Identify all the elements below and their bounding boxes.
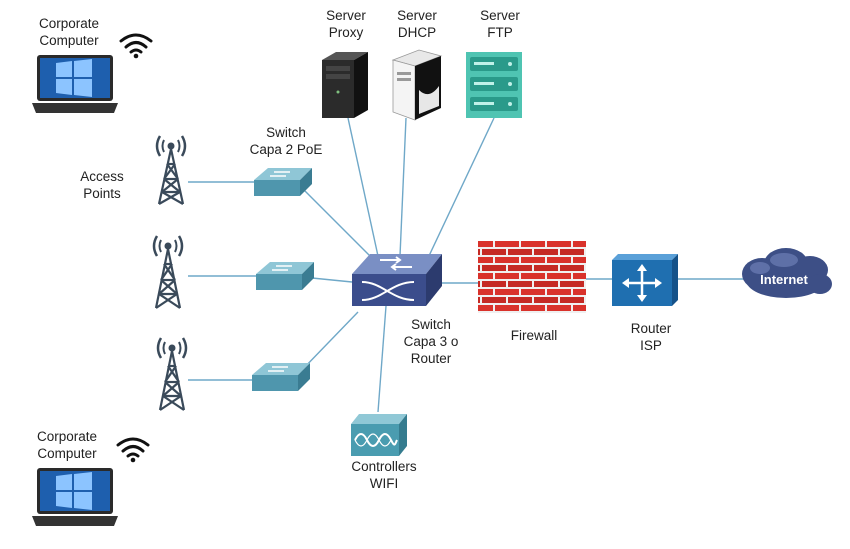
server-icon <box>322 52 368 118</box>
firewall-label: Firewall <box>494 327 574 344</box>
label-line: DHCP <box>397 25 437 40</box>
router-icon <box>612 254 678 306</box>
link-ftp-core <box>427 117 495 259</box>
cloud-icon: Internet <box>742 248 832 298</box>
label-line: Capa 2 PoE <box>249 142 323 157</box>
label-line: FTP <box>487 25 513 40</box>
switch-icon <box>252 363 310 391</box>
corporate-computer-bottom-label: Corporate Computer <box>22 428 112 462</box>
server-proxy-label: Server Proxy <box>314 7 378 41</box>
switch-icon <box>256 262 314 290</box>
server-icon <box>391 49 443 121</box>
label-line: Proxy <box>328 25 364 40</box>
label-line: Controllers <box>351 459 417 474</box>
switch-l3-label: Switch Capa 3 o Router <box>396 316 466 367</box>
server-ftp-label: Server FTP <box>468 7 532 41</box>
label-line: Corporate <box>38 16 100 31</box>
label-line: Computer <box>37 446 97 461</box>
label-line: Capa 3 o <box>403 334 459 349</box>
link-switch2-core <box>311 277 353 283</box>
server-icon <box>466 52 522 118</box>
link-switch3-core <box>299 311 359 373</box>
firewall-icon <box>478 241 586 313</box>
label-line: Router <box>630 321 672 336</box>
label-line: Switch <box>411 317 451 332</box>
label-line: Server <box>326 8 366 23</box>
label-line: Points <box>83 186 121 201</box>
label-line: Firewall <box>510 328 558 343</box>
link-proxy-core <box>347 117 379 257</box>
link-dhcp-core <box>399 117 407 257</box>
controller-icon <box>351 414 407 456</box>
label-line: Server <box>480 8 520 23</box>
label-line: WIFI <box>369 476 399 491</box>
switch-icon <box>254 168 312 196</box>
label-line: Corporate <box>36 429 98 444</box>
wifi-icon <box>119 33 153 59</box>
laptop-icon <box>32 468 118 526</box>
label-line: Access <box>80 169 124 184</box>
label-line: Computer <box>39 33 99 48</box>
switch-icon <box>352 254 442 306</box>
label-line: ISP <box>640 338 662 353</box>
server-dhcp-label: Server DHCP <box>385 7 449 41</box>
switch-l2-label: Switch Capa 2 PoE <box>236 124 336 158</box>
link-switch1-core <box>301 187 373 259</box>
tower-icon <box>152 235 184 309</box>
link-controller-core <box>377 305 387 413</box>
tower-icon <box>155 135 187 205</box>
controllers-wifi-label: Controllers WIFI <box>334 458 434 492</box>
label-line: Router <box>410 351 452 366</box>
connections <box>188 117 744 413</box>
tower-icon <box>156 337 188 411</box>
wifi-icon <box>116 437 150 463</box>
label-line: Server <box>397 8 437 23</box>
label-line: Switch <box>266 125 306 140</box>
laptop-icon <box>32 55 118 113</box>
access-points-label: Access Points <box>66 168 138 202</box>
internet-label: Internet <box>760 272 808 287</box>
corporate-computer-top-label: Corporate Computer <box>24 15 114 49</box>
router-isp-label: Router ISP <box>616 320 686 354</box>
